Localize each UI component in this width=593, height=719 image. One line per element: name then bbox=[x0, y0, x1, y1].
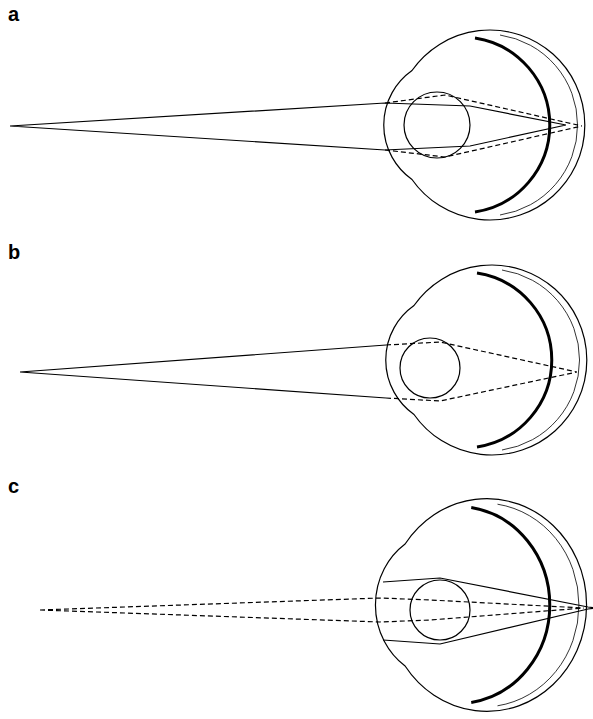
panel-label: b bbox=[8, 242, 20, 262]
eye-a bbox=[10, 30, 585, 220]
eye-b bbox=[20, 265, 587, 455]
eye-c bbox=[40, 499, 593, 712]
panel-label: c bbox=[8, 476, 19, 496]
panel-label: a bbox=[8, 4, 19, 24]
